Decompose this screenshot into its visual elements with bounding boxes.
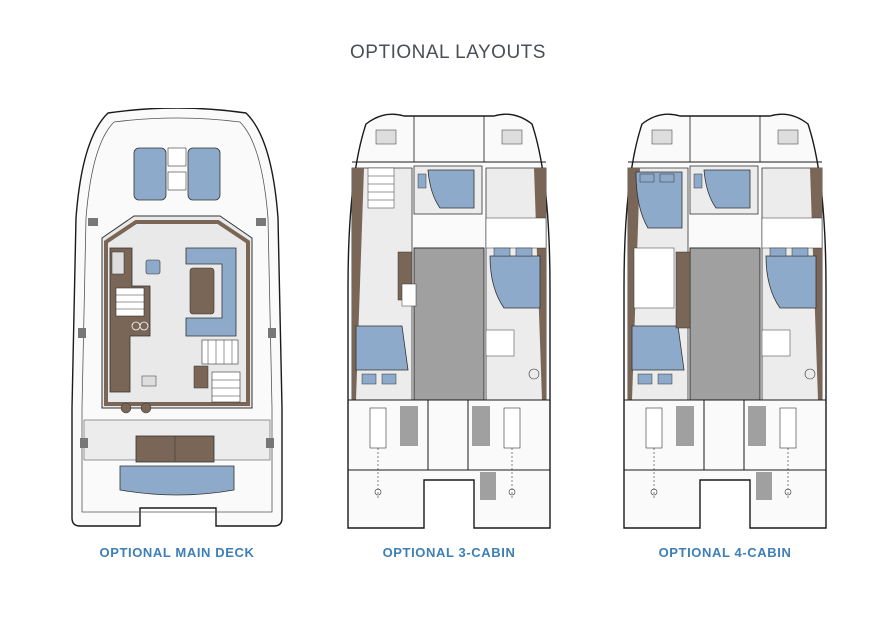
- engine-port: [369, 407, 387, 449]
- three-cabin-plan: [347, 113, 551, 529]
- engine-starboard: [503, 407, 521, 449]
- port-forward-bed: [635, 171, 683, 229]
- caption-4-cabin: OPTIONAL 4-CABIN: [658, 545, 792, 560]
- bow-cushion-right: [187, 147, 221, 201]
- port-aft-bed: [631, 325, 685, 371]
- page-title: OPTIONAL LAYOUTS: [350, 42, 546, 63]
- stool: [120, 402, 132, 414]
- stairs-starboard: [201, 339, 239, 365]
- main-deck-plan: [71, 108, 283, 527]
- aft-bench: [119, 465, 235, 496]
- salon-floor: [689, 247, 761, 401]
- four-cabin-plan: [623, 113, 827, 529]
- bow-cushion-left: [133, 147, 167, 201]
- starboard-bed: [489, 255, 541, 309]
- salon-floor: [413, 247, 485, 401]
- engine-port: [645, 407, 663, 449]
- helm-seat: [145, 259, 161, 275]
- stool: [140, 402, 152, 414]
- galley-counter: [109, 247, 151, 393]
- forward-bed: [703, 169, 751, 209]
- forward-bed: [427, 169, 475, 209]
- salon-sofa: [185, 247, 237, 337]
- caption-3-cabin: OPTIONAL 3-CABIN: [382, 545, 516, 560]
- salon-table: [189, 267, 215, 315]
- starboard-bed: [765, 255, 817, 309]
- engine-starboard: [779, 407, 797, 449]
- port-aft-bed: [355, 325, 409, 371]
- caption-main-deck: OPTIONAL MAIN DECK: [99, 545, 255, 560]
